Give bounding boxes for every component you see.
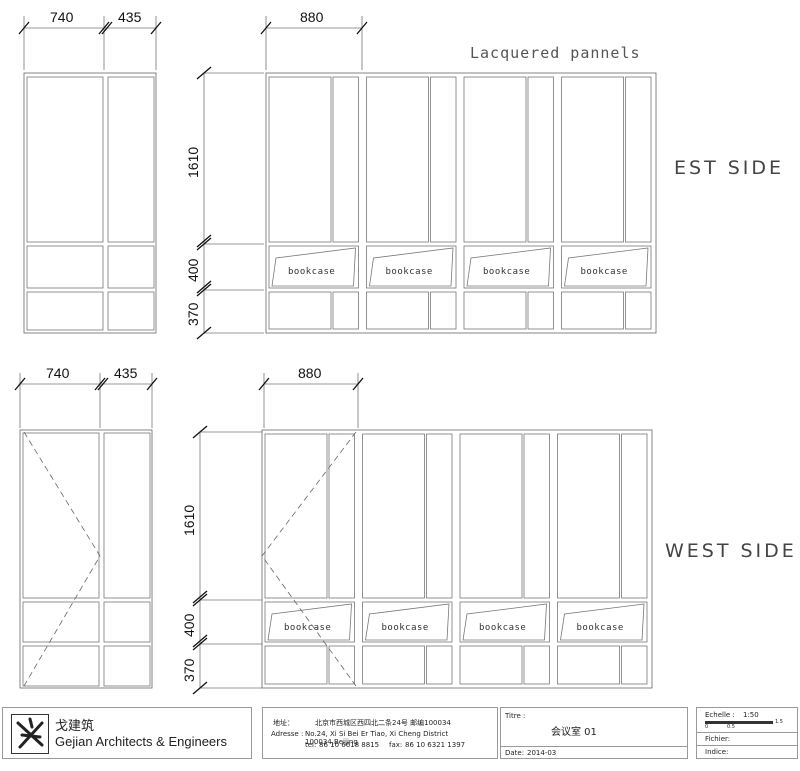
address-en-label: Adresse : — [271, 730, 304, 738]
address-cn-label: 地址： — [273, 719, 294, 727]
address-cn: 北京市西城区西四北二条24号 邮编100034 — [315, 719, 451, 727]
dim-435-top: 435 — [118, 9, 142, 25]
dim-435-bottom: 435 — [114, 365, 138, 381]
est-left-cabinet — [23, 72, 157, 334]
scale-bar — [705, 721, 773, 724]
file-label: Fichier: — [705, 735, 731, 743]
dim-740-top: 740 — [50, 9, 74, 25]
west-bay: bookcase — [557, 433, 648, 685]
scale-tick-0: 0 — [705, 724, 709, 730]
dim-bottom-left: 740 435 — [14, 365, 158, 428]
bookcase-label: bookcase — [288, 267, 335, 277]
title-block-scale: Echelle : 1:50 0 0.5 1.5 Fichier: Indice… — [696, 707, 798, 759]
west-bay: bookcase — [362, 433, 453, 685]
title-label: Titre : — [505, 712, 526, 720]
dim-400-west: 400 — [181, 613, 197, 637]
title-block-logo: 戈建筑 Gejian Architects & Engineers — [2, 707, 252, 759]
fax-label: fax: — [389, 741, 403, 749]
est-bay: bookcase — [463, 76, 554, 330]
company-logo-icon — [11, 714, 49, 754]
bookcase-label: bookcase — [284, 623, 331, 633]
company-name-cn: 戈建筑 — [55, 719, 95, 734]
fax-value: 86 10 6321 1397 — [405, 741, 466, 749]
company-name-en: Gejian Architects & Engineers — [55, 734, 227, 749]
title-value: 会议室 01 — [551, 727, 597, 738]
dim-vertical-west: 1610 400 370 — [181, 425, 262, 695]
west-right-cabinets: bookcase bookcase bookcase bookcase — [261, 429, 653, 689]
scale-value: 1:50 — [743, 711, 759, 719]
est-right-cabinets: bookcase bookcase bookcase bookcase — [265, 72, 657, 334]
door-swing-line — [261, 431, 357, 687]
dim-400-est: 400 — [185, 258, 201, 282]
bookcase-label: bookcase — [577, 623, 624, 633]
index-label: Indice: — [705, 748, 729, 756]
bookcase-label: bookcase — [479, 623, 526, 633]
title-block-title: Titre : 会议室 01 Date: 2014-03 — [500, 707, 688, 759]
dim-top-left: 740 435 — [18, 9, 162, 70]
bookcase-label: bookcase — [581, 267, 628, 277]
label-west-side: WEST SIDE — [665, 540, 797, 562]
scale-label: Echelle : — [705, 711, 735, 719]
dim-bottom-right: 880 — [258, 365, 364, 428]
west-left-cabinet — [19, 429, 153, 689]
dim-880-top: 880 — [300, 9, 324, 25]
date-value: 2014-03 — [527, 749, 557, 757]
bookcase-label: bookcase — [382, 623, 429, 633]
tel-label: tel: — [305, 741, 317, 749]
west-bay: bookcase — [264, 433, 355, 685]
scale-tick-1: 0.5 — [727, 724, 735, 730]
label-est-side: EST SIDE — [674, 157, 784, 179]
tel-value: 86 10 6618 8815 — [319, 741, 380, 749]
dim-1610-west: 1610 — [181, 505, 197, 536]
bookcase-label: bookcase — [483, 267, 530, 277]
dim-740-bottom: 740 — [46, 365, 70, 381]
est-bay: bookcase — [268, 76, 359, 330]
dim-370-west: 370 — [181, 658, 197, 682]
est-bay: bookcase — [366, 76, 457, 330]
dim-top-right: 880 — [260, 9, 368, 70]
scale-tick-2: 1.5 — [775, 719, 783, 725]
dim-880-bottom: 880 — [298, 365, 322, 381]
date-label: Date: — [505, 749, 525, 757]
heading-lacquered: Lacquered pannels — [470, 44, 641, 62]
dim-vertical-est: 1610 400 370 — [185, 66, 264, 340]
title-block-address: 地址： 北京市西城区西四北二条24号 邮编100034 Adresse : No… — [262, 707, 498, 759]
dim-1610-est: 1610 — [185, 147, 201, 178]
address-en: No.24, Xi Si Bei Er Tiao, Xi Cheng Distr… — [305, 730, 449, 746]
dim-370-est: 370 — [185, 302, 201, 326]
est-bay: bookcase — [561, 76, 652, 330]
bookcase-label: bookcase — [386, 267, 433, 277]
west-bay: bookcase — [459, 433, 550, 685]
